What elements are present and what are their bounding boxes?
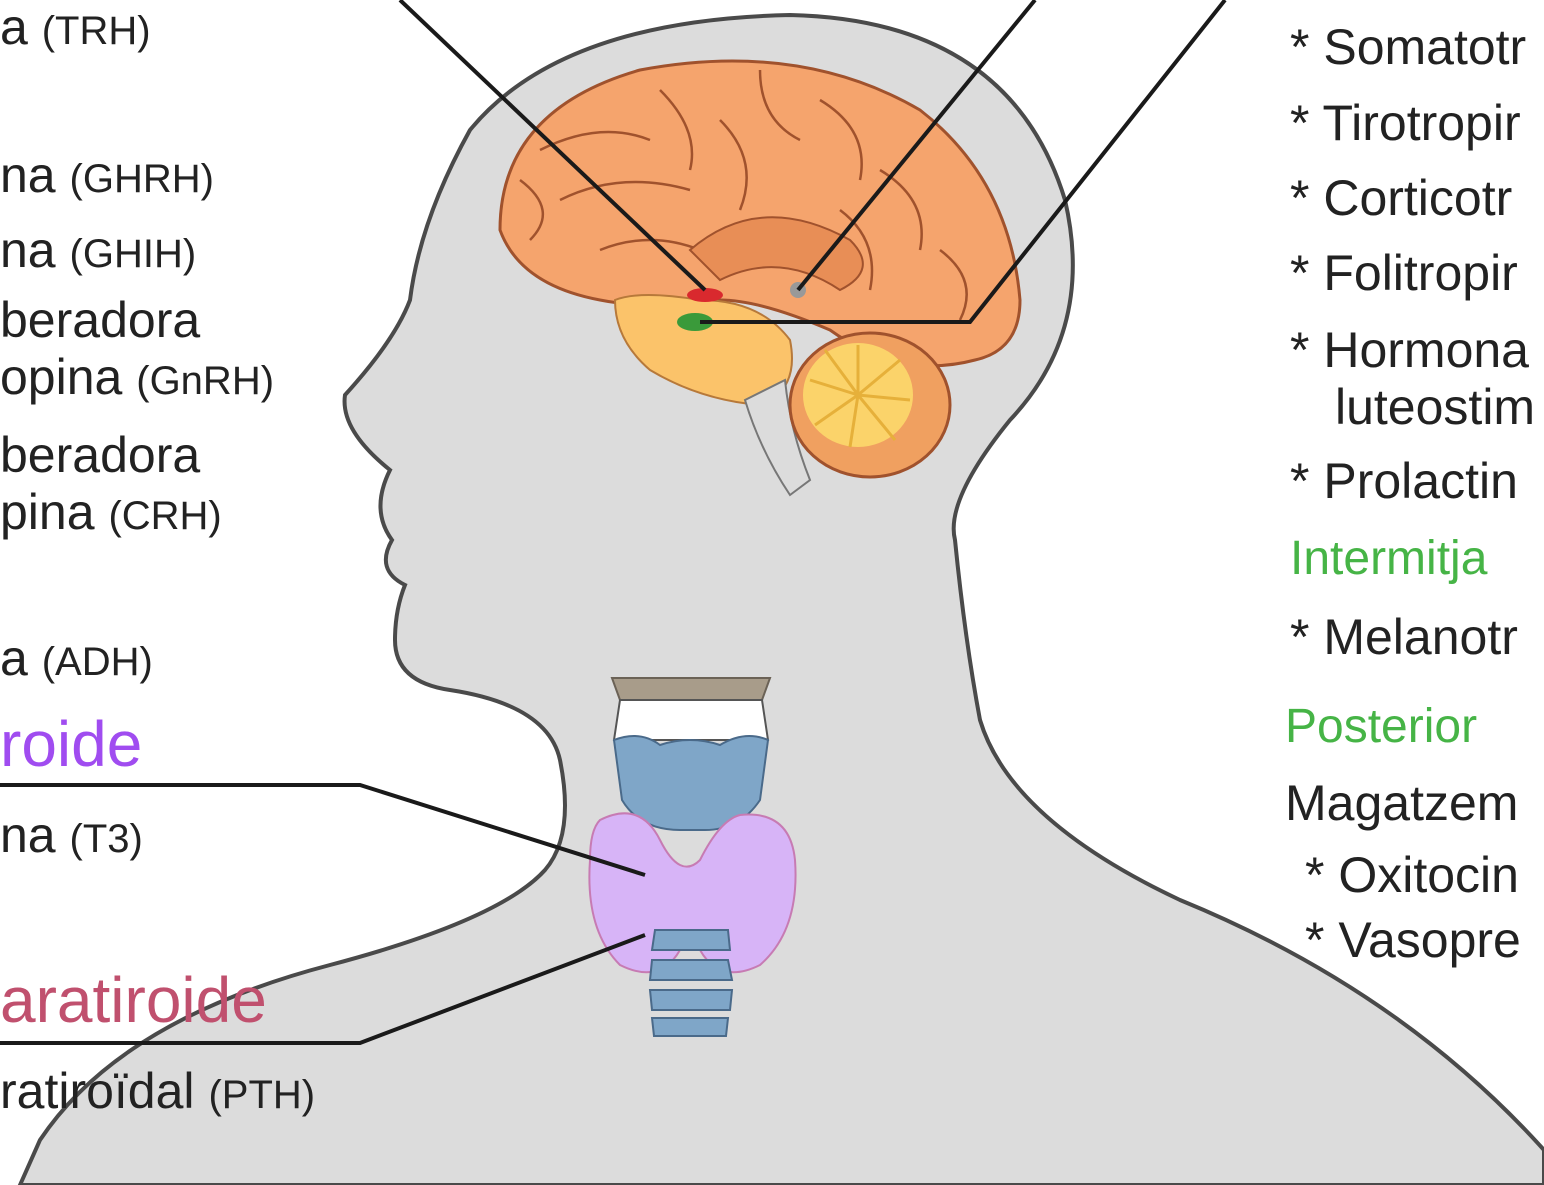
label-crh-line2: pina (CRH) — [0, 487, 222, 537]
label-crh-abbr: (CRH) — [108, 494, 221, 538]
label-ghrh: na (GHRH) — [0, 150, 214, 200]
right-item-oxitocin: * Oxitocin — [1305, 850, 1519, 900]
label-crh-line1: beradora — [0, 430, 200, 480]
label-t3: na (T3) — [0, 810, 143, 860]
label-ghrh-text: na — [0, 147, 56, 203]
right-item-3: * Folitropir — [1290, 248, 1518, 298]
right-item-0: * Somatotr — [1290, 22, 1526, 72]
label-ghih: na (GHIH) — [0, 225, 196, 275]
right-item-vasopre: * Vasopre — [1305, 915, 1521, 965]
posterior-header: Posterior — [1285, 703, 1477, 751]
intermediate-header: Intermitja — [1290, 535, 1487, 583]
label-ghrh-abbr: (GHRH) — [70, 157, 214, 201]
label-t3-abbr: (T3) — [70, 817, 143, 861]
label-trh: a (TRH) — [0, 2, 151, 52]
right-item-2: * Corticotr — [1290, 173, 1512, 223]
right-item-melanotr: * Melanotr — [1290, 612, 1518, 662]
label-gnrh-line2: opina (GnRH) — [0, 352, 274, 402]
cerebellum — [790, 333, 950, 477]
label-trh-abbr: (TRH) — [42, 9, 151, 53]
label-pth: ratiroïdal (PTH) — [0, 1066, 315, 1116]
label-gnrh-line1: beradora — [0, 295, 200, 345]
right-item-6: * Prolactin — [1290, 456, 1518, 506]
label-gnrh-abbr: (GnRH) — [136, 359, 274, 403]
label-pth-text: ratiroïdal — [0, 1063, 195, 1119]
label-adh-abbr: (ADH) — [42, 640, 153, 684]
label-crh-text: pina — [0, 484, 95, 540]
label-t3-text: na — [0, 807, 56, 863]
label-ghih-abbr: (GHIH) — [70, 232, 197, 276]
parathyroid-header: aratiroide — [0, 968, 267, 1032]
thyroid-header: roide — [0, 712, 142, 776]
right-item-1: * Tirotropir — [1290, 98, 1521, 148]
right-item-5: luteostim — [1335, 382, 1535, 432]
hypothalamus — [687, 288, 723, 302]
right-item-4: * Hormona — [1290, 325, 1529, 375]
label-trh-text: a — [0, 0, 28, 55]
label-pth-abbr: (PTH) — [208, 1073, 315, 1117]
label-gnrh-text: opina — [0, 349, 122, 405]
posterior-text: Magatzem — [1285, 778, 1518, 828]
label-adh-text: a — [0, 630, 28, 686]
label-adh: a (ADH) — [0, 633, 153, 683]
label-ghih-text: na — [0, 222, 56, 278]
